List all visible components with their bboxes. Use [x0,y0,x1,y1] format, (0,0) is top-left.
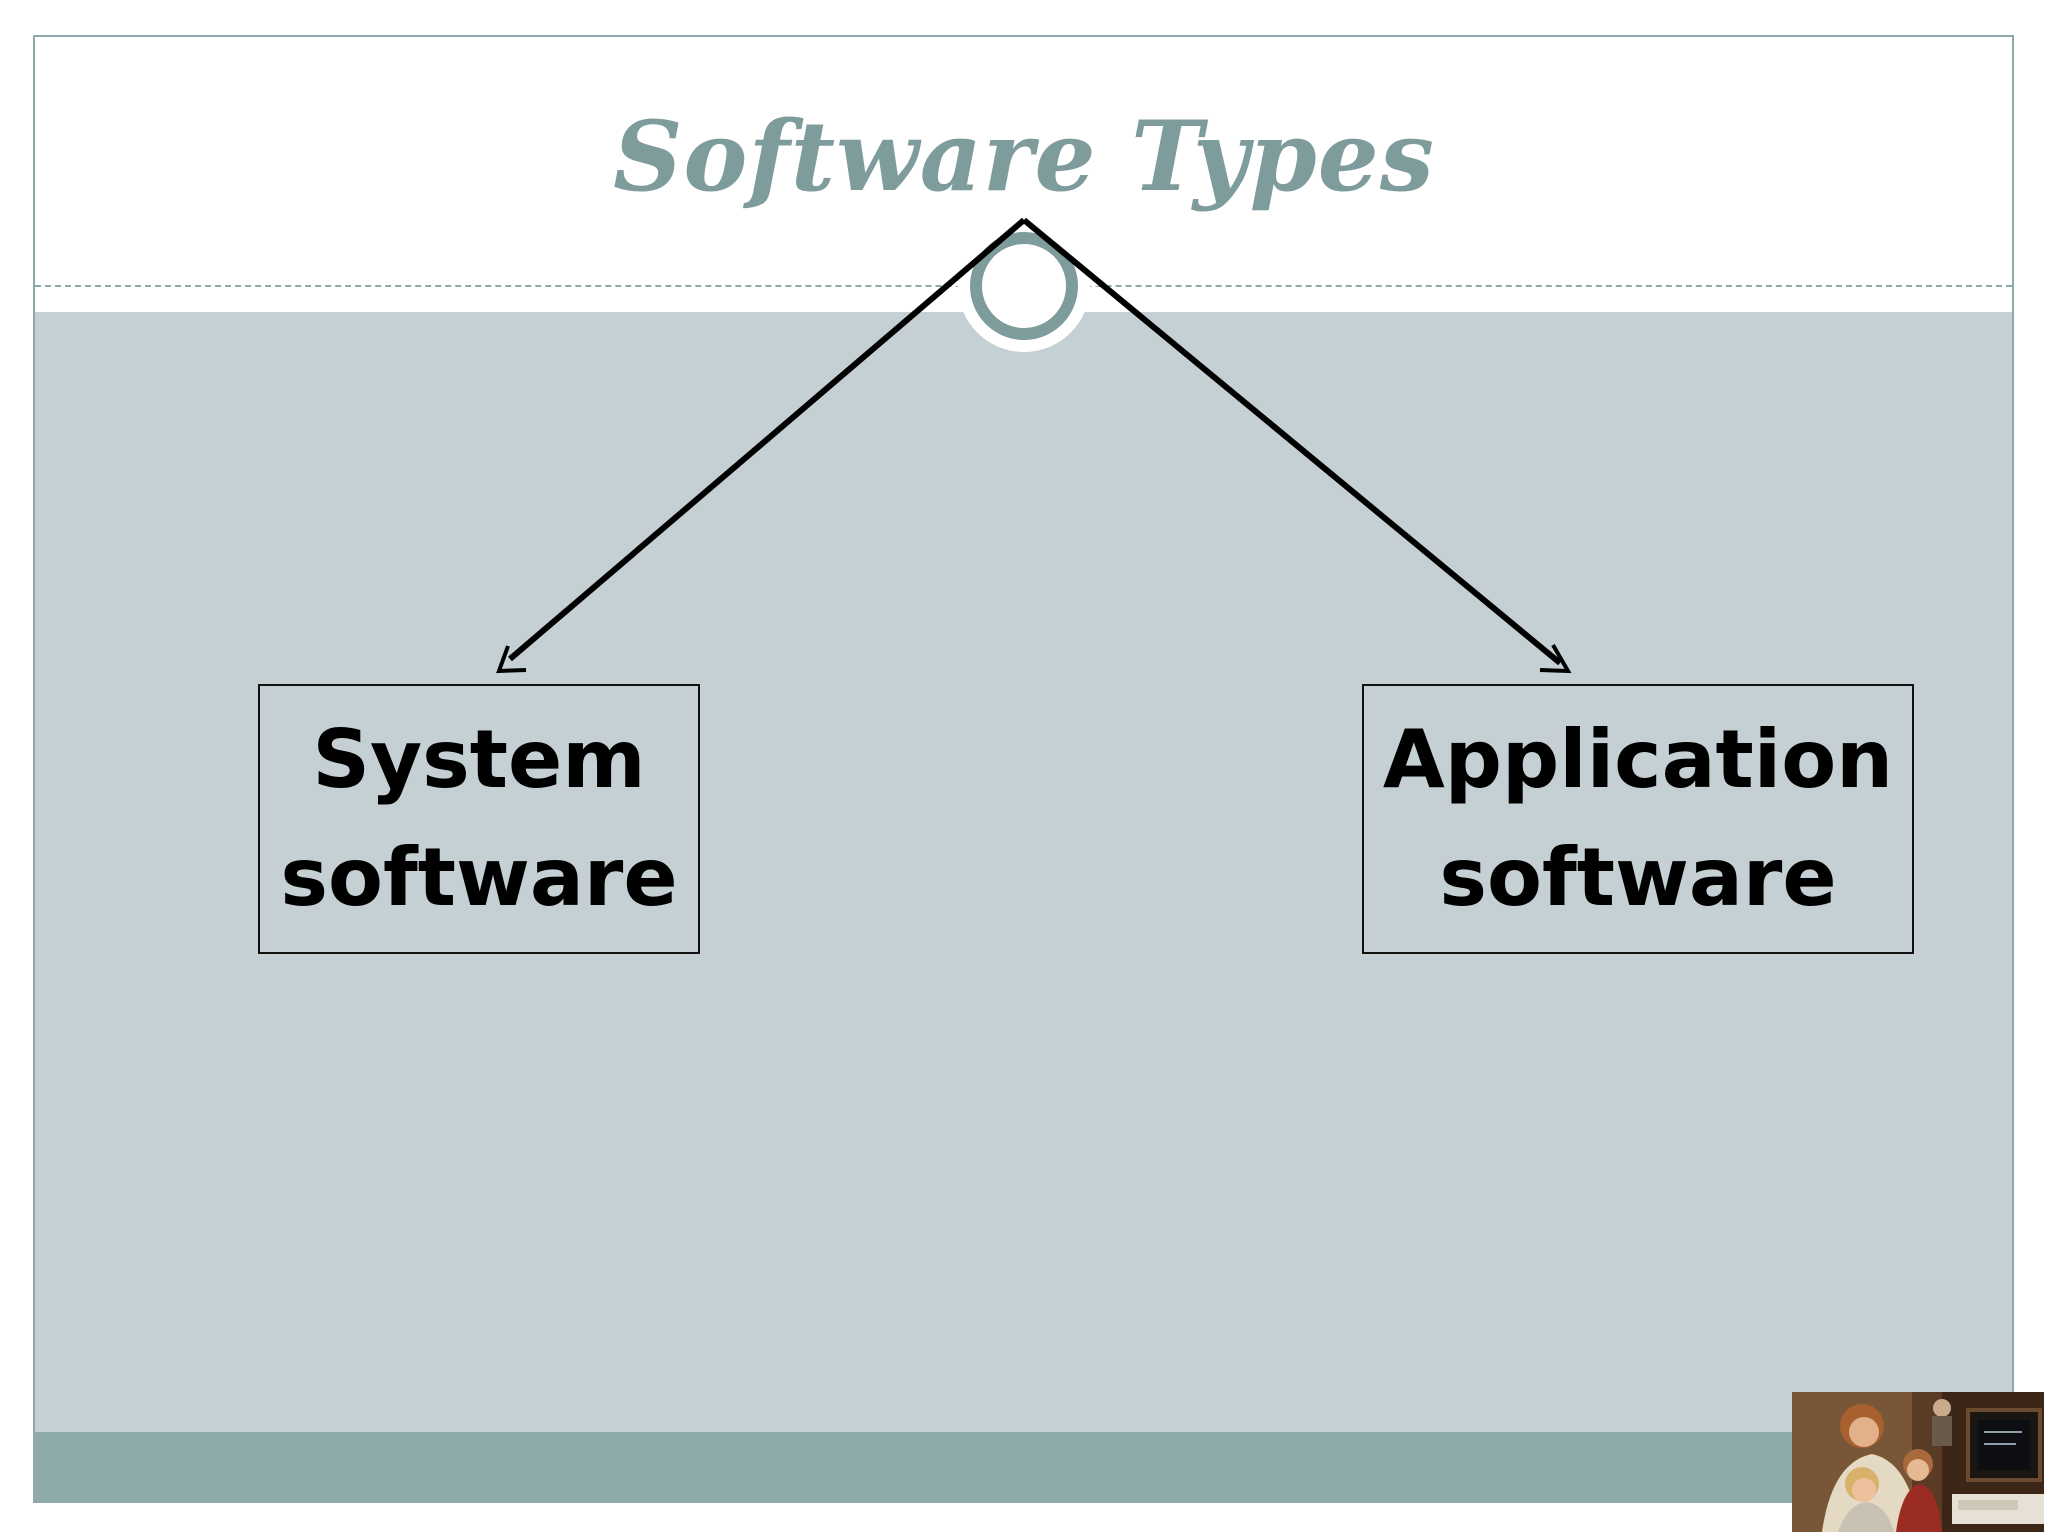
slide-title: Software Types [613,100,1435,213]
node-application-line2: software [1439,831,1837,924]
ring-ornament-icon [970,232,1078,340]
connector-to-system [508,217,1026,662]
content-panel [35,312,2012,1432]
node-system-line2: software [280,831,678,924]
node-system-line1: System [312,713,646,806]
arrowhead-application-icon [1539,644,1572,674]
node-system-software-label: System software [280,701,677,937]
footer-band [35,1432,2012,1501]
connector-to-application [1022,217,1562,666]
node-application-software-label: Application software [1383,701,1893,937]
arrowhead-system-icon [496,645,527,674]
node-application-line1: Application [1382,713,1894,806]
people-at-computer-photo [1792,1392,2044,1532]
node-system-software: System software [258,684,700,954]
node-application-software: Application software [1362,684,1914,954]
